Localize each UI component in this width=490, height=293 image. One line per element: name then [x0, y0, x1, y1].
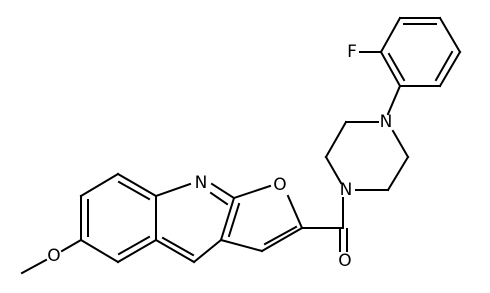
bond: [79, 238, 120, 264]
piperazine-ring: [324, 120, 410, 192]
bond: [263, 225, 298, 246]
bond: [60, 238, 83, 253]
bond: [209, 191, 229, 206]
bond: [386, 155, 410, 192]
fluorine-label: F: [347, 42, 357, 62]
quinoline-nitrogen-label: N: [195, 173, 208, 193]
bond: [260, 226, 304, 253]
bond: [379, 16, 402, 54]
bond: [219, 196, 236, 242]
methoxy-oxygen-label: O: [47, 246, 60, 266]
carbonyl-oxygen-label: O: [338, 251, 351, 271]
bond: [154, 238, 196, 264]
furan-oxygen-label: O: [273, 175, 286, 195]
benzo-ring: [79, 172, 158, 264]
bond: [20, 258, 48, 275]
bond: [438, 50, 462, 88]
bond: [387, 52, 406, 82]
bond: [219, 238, 264, 253]
bond: [192, 238, 223, 264]
fluorophenyl-ring: [379, 16, 462, 88]
piperazine-n-bottom-label: N: [340, 180, 353, 200]
bond: [324, 155, 343, 185]
piperazine-n-top-label: N: [380, 112, 393, 132]
bond: [116, 238, 158, 264]
bond: [434, 50, 454, 82]
furan-ring: [219, 184, 304, 253]
bond: [210, 182, 236, 200]
bond: [324, 120, 348, 159]
bond: [232, 184, 272, 200]
bond: [286, 194, 304, 230]
bond: [154, 182, 192, 198]
bond: [79, 172, 120, 198]
bond: [386, 84, 402, 116]
bond: [438, 16, 462, 54]
bond: [227, 202, 241, 238]
bond: [391, 129, 410, 159]
bond: [161, 236, 195, 257]
bond: [116, 172, 158, 198]
pyridine-ring: [154, 182, 236, 264]
bond: [379, 50, 402, 88]
bond: [117, 235, 151, 256]
bond: [117, 180, 151, 201]
